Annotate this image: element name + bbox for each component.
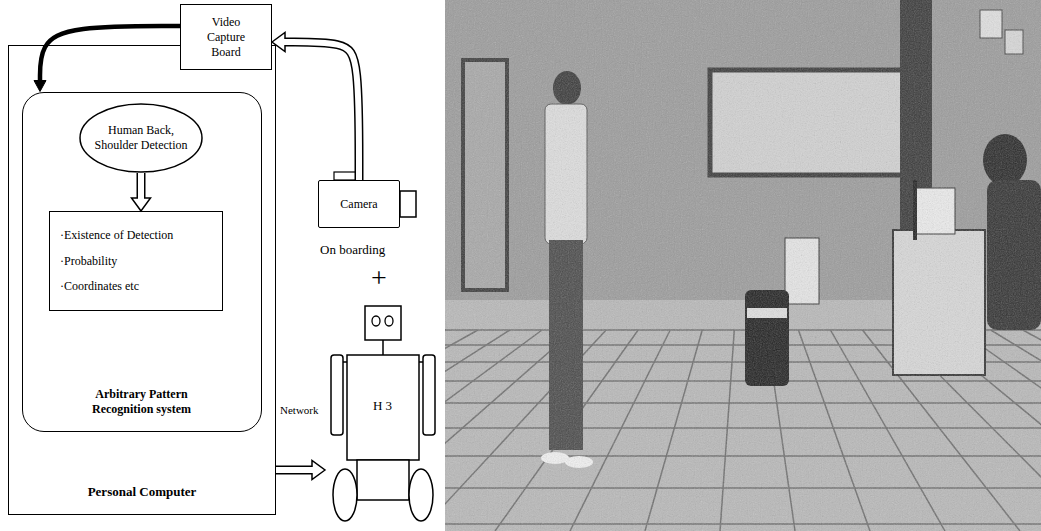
recognition-system-box: Arbitrary Pattern Recognition system Huma… [22, 92, 262, 432]
robot-neck [382, 340, 384, 355]
robot-wheel [333, 469, 357, 521]
robot-shoulder [419, 361, 423, 363]
connector-arrow [276, 461, 325, 480]
node-label: ·Existence of Detection [60, 228, 173, 243]
label-holder: + [371, 262, 387, 294]
robot-shoulder [343, 361, 347, 363]
robot-wheel [409, 469, 433, 521]
label-holder: Network [280, 400, 319, 418]
connector-fill [276, 467, 315, 473]
camera-box: Camera [318, 180, 400, 228]
detection-ellipse: Human Back, Shoulder Detection [79, 103, 203, 173]
robot-eye [385, 316, 393, 326]
node-label: Arbitrary Pattern Recognition system [67, 387, 217, 417]
photo-grain [445, 0, 1041, 531]
node-label: Camera [340, 197, 377, 212]
connector-arrow [132, 173, 151, 211]
node-label: H 3 [373, 398, 392, 414]
plus-sign: + [371, 262, 387, 293]
label-holder: On boarding [320, 240, 385, 258]
robot-arm [423, 355, 435, 435]
node-label: Video Capture Board [197, 15, 255, 60]
robot-head [365, 306, 401, 340]
connector-outline [285, 42, 359, 180]
connector-arrow [272, 33, 359, 181]
robot-figure: H 3 [325, 300, 440, 525]
capture-board-box: Video Capture Board [180, 4, 272, 70]
photo-illustration [445, 0, 1041, 531]
annotation-text: Network [280, 404, 319, 416]
ellipse-shape [80, 104, 202, 172]
connector-arrow [34, 26, 180, 92]
output-list-box: ·Existence of Detection ·Probability ·Coor… [49, 211, 223, 311]
robot-eye [372, 316, 380, 326]
node-label: Personal Computer [88, 484, 197, 500]
node-label: ·Probability [60, 254, 117, 269]
computer-box: Personal Computer Arbitrary Pattern Recog… [8, 45, 276, 515]
connector-line [40, 26, 180, 82]
robot-body [347, 355, 419, 460]
node-label: Human Back, Shoulder Detection [87, 123, 195, 153]
connector-fill [138, 173, 144, 201]
robot-arm [331, 355, 343, 435]
node-label: ·Coordinates etc [60, 279, 139, 294]
wall [445, 0, 1041, 531]
connector-fill [283, 42, 360, 180]
robot-base [357, 460, 409, 500]
camera-top [334, 172, 356, 180]
arrow-head [34, 81, 46, 92]
annotation-text: On boarding [320, 242, 385, 257]
camera-lens [400, 191, 416, 217]
